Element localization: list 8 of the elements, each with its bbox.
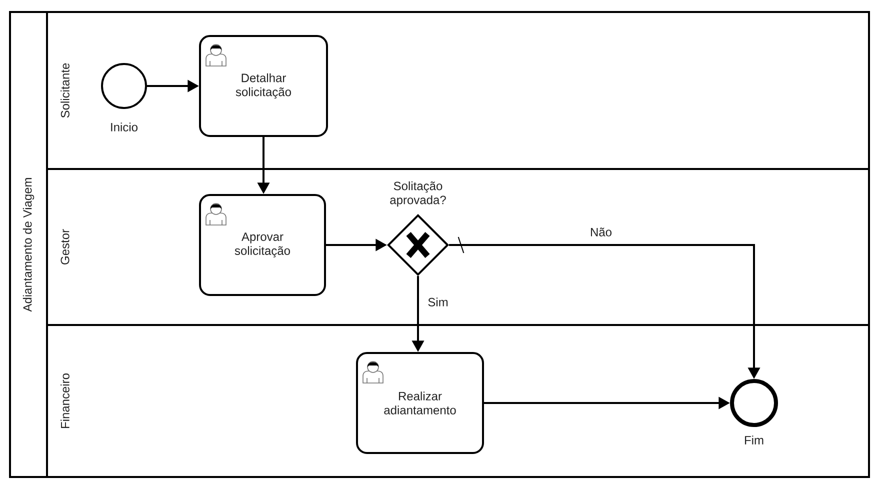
task-box: Detalhar solicitação [199,35,328,137]
edge-label: Não [588,226,614,238]
task-box: Aprovar solicitação [199,194,326,296]
gateway-label: Solitação aprovada? [390,181,446,207]
event-label: Inicio [111,122,138,132]
task-box: Realizar adiantamento [356,352,484,454]
edge-label: Sim [426,296,450,308]
event-label: Fim [744,436,764,444]
